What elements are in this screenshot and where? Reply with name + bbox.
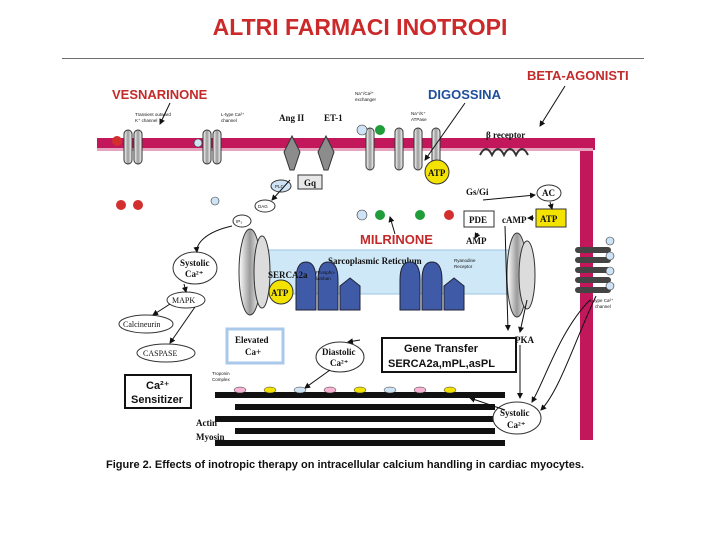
ion-k-4 xyxy=(444,210,454,220)
drug-digossina: DIGOSSINA xyxy=(428,87,502,102)
label-exchanger-2: exchanger xyxy=(355,97,377,102)
ion-k-2 xyxy=(116,200,126,210)
label-atp-center: ATP xyxy=(428,168,446,178)
label-pde: PDE xyxy=(469,215,487,225)
label-phospho-1: Phospho- xyxy=(316,270,336,275)
label-sensitizer-1: Ca²⁺ xyxy=(146,380,170,392)
label-gs-gi: Gs/Gi xyxy=(466,187,489,197)
label-systolic-bottom-2: Ca²⁺ xyxy=(507,420,526,430)
drug-arrows xyxy=(159,85,566,235)
label-sensitizer-2: Sensitizer xyxy=(131,394,184,406)
label-elevated-1: Elevated xyxy=(235,335,269,345)
atp-serca-circle xyxy=(268,279,294,305)
label-et1: ET-1 xyxy=(324,113,343,123)
ca-sensitizer-box: Ca²⁺ Sensitizer xyxy=(124,374,192,409)
signaling-elements: Gq Gs/Gi PLC DAG IP₃ ATP AC PDE cAMP ATP… xyxy=(232,159,567,269)
label-myosin: Myosin xyxy=(196,432,225,442)
ion-na-1 xyxy=(375,125,385,135)
ion-k-3 xyxy=(133,200,143,210)
label-diastolic-1: Diastolic xyxy=(322,347,356,357)
label-ltype-right-2: channel xyxy=(595,304,611,309)
left-channel xyxy=(238,228,271,316)
label-dag: DAG xyxy=(258,204,268,209)
myofilaments xyxy=(215,386,505,446)
label-transient-outward-1: Transient outward xyxy=(135,112,171,117)
title-rule xyxy=(62,58,644,59)
label-phospho-2: lamban xyxy=(316,276,331,281)
label-ltype-1: L-type Ca²⁺ xyxy=(221,112,245,117)
serca-pumps xyxy=(295,261,465,311)
sr-label: Sarcoplasmic Reticulum xyxy=(328,256,422,266)
label-systolic-1: Systolic xyxy=(180,258,210,268)
gene-transfer-box: Gene Transfer SERCA2a,mPL,asPL xyxy=(381,337,517,373)
label-serca2a: SERCA2a xyxy=(268,270,308,280)
ion-na-2 xyxy=(375,210,385,220)
label-beta-receptor: β receptor xyxy=(486,130,525,140)
drug-milrinone: MILRINONE xyxy=(360,232,433,247)
label-ip3: IP₃ xyxy=(236,219,242,224)
top-channels xyxy=(123,127,529,171)
label-pka: PKA xyxy=(515,335,534,345)
slide-title: ALTRI FARMACI INOTROPI xyxy=(212,14,508,40)
label-gene-transfer-1: Gene Transfer xyxy=(404,343,479,355)
ion-ca-3 xyxy=(356,124,368,136)
label-troponin-1: Troponin xyxy=(212,371,230,376)
label-systolic-bottom-1: Systolic xyxy=(500,408,530,418)
label-ryanodine-1: Ryanodine xyxy=(454,258,476,263)
label-plc: PLC xyxy=(275,184,285,189)
ion-ca-2 xyxy=(210,196,220,206)
ion-ca-1 xyxy=(193,138,203,148)
label-ltype-2: channel xyxy=(221,118,237,123)
ltype-right-stack xyxy=(575,247,611,293)
ion-na-3 xyxy=(415,210,425,220)
ryanodine-receptor xyxy=(506,232,536,318)
label-systolic-2: Ca²⁺ xyxy=(185,269,204,279)
label-atpase-2: ATPase xyxy=(411,117,427,122)
ions xyxy=(112,124,615,291)
label-ryanodine-2: Receptor xyxy=(454,264,473,269)
drug-beta-agonisti: BETA-AGONISTI xyxy=(527,68,629,83)
label-ang-ii: Ang II xyxy=(279,113,305,123)
label-calcineurin: Calcineurin xyxy=(123,320,160,329)
label-transient-outward-2: K⁺ channel xyxy=(135,118,157,123)
label-amp: AMP xyxy=(466,236,487,246)
figure-caption: Figure 2. Effects of inotropic therapy o… xyxy=(106,459,584,471)
elevated-ca-box: Elevated Ca+ xyxy=(225,327,285,365)
pathway-arrows xyxy=(152,179,597,411)
label-atpase-1: Na⁺/K⁺ xyxy=(411,111,426,116)
label-gene-transfer-2: SERCA2a,mPL,asPL xyxy=(388,358,495,370)
ion-ca-4 xyxy=(356,209,368,221)
label-ac: AC xyxy=(542,188,555,198)
label-actin: Actin xyxy=(196,418,217,428)
label-ltype-right-1: L-type Ca²⁺ xyxy=(590,298,614,303)
label-atp-serca: ATP xyxy=(271,288,289,298)
left-signaling: Systolic Ca²⁺ MAPK Calcineurin CASPASE xyxy=(118,251,218,363)
label-mapk: MAPK xyxy=(172,296,195,305)
ion-k-1 xyxy=(112,136,122,146)
label-caspase: CASPASE xyxy=(143,349,178,358)
label-camp: cAMP xyxy=(502,215,527,225)
label-troponin-2: Complex xyxy=(212,377,231,382)
label-exchanger-1: Na⁺/Ca²⁺ xyxy=(355,91,375,96)
diastolic-oval xyxy=(315,341,365,373)
drug-vesnarinone: VESNARINONE xyxy=(112,87,208,102)
label-elevated-2: Ca+ xyxy=(245,347,261,357)
label-atp-right: ATP xyxy=(540,214,558,224)
label-gq: Gq xyxy=(304,178,316,188)
label-diastolic-2: Ca²⁺ xyxy=(330,358,349,368)
